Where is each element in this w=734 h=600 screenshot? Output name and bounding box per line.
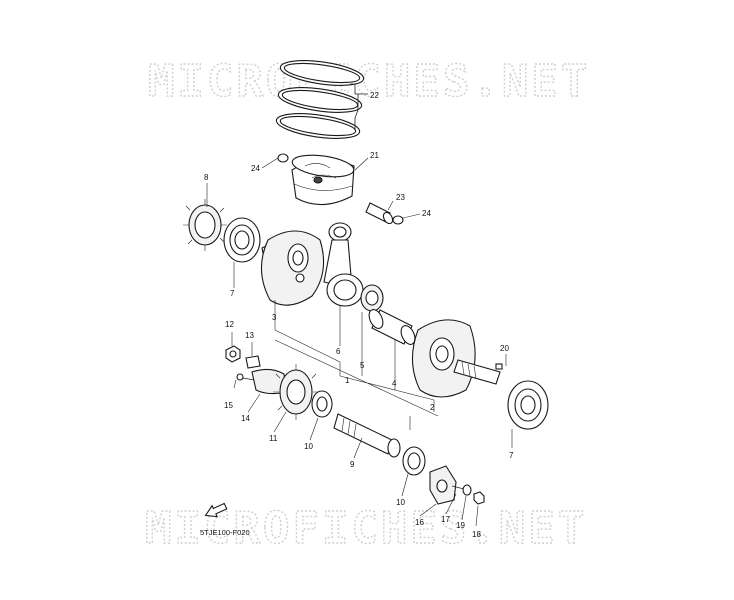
callout-1: 1 xyxy=(345,376,350,385)
piston-pin xyxy=(365,202,394,225)
balancer-bearing-left xyxy=(311,390,333,418)
fr-arrow-icon xyxy=(204,502,228,518)
callout-17: 17 xyxy=(441,515,450,524)
callout-21: 21 xyxy=(370,151,379,160)
callout-14: 14 xyxy=(241,414,250,423)
callout-24-left: 24 xyxy=(251,164,260,173)
clip-right xyxy=(392,215,404,225)
washer-19 xyxy=(462,484,472,496)
callout-5: 5 xyxy=(360,361,365,370)
clip-left xyxy=(277,153,289,163)
callout-19: 19 xyxy=(456,521,465,530)
callout-10-right: 10 xyxy=(396,498,405,507)
piston xyxy=(291,154,355,206)
callout-16: 16 xyxy=(415,518,424,527)
callout-8: 8 xyxy=(204,173,209,182)
callout-2: 2 xyxy=(430,403,435,412)
conrod-bearing xyxy=(360,284,384,312)
left-crank-web xyxy=(260,230,325,306)
callout-12: 12 xyxy=(225,320,234,329)
callout-9: 9 xyxy=(350,460,355,469)
lock-washer xyxy=(245,355,261,369)
callout-24-right: 24 xyxy=(422,209,431,218)
callout-7-right: 7 xyxy=(509,451,514,460)
timing-gear xyxy=(183,199,227,251)
callout-23: 23 xyxy=(396,193,405,202)
callout-7-left: 7 xyxy=(230,289,235,298)
balancer-bearing-right xyxy=(402,446,426,476)
callout-22: 22 xyxy=(370,91,379,100)
nut-18 xyxy=(473,491,485,505)
callout-20: 20 xyxy=(500,344,509,353)
woodruff-key xyxy=(495,363,503,370)
callout-15: 15 xyxy=(224,401,233,410)
callout-11: 11 xyxy=(269,434,278,443)
balance-weight xyxy=(429,465,457,505)
callout-18: 18 xyxy=(472,530,481,539)
callout-3: 3 xyxy=(272,313,277,322)
right-crank-web xyxy=(411,319,501,398)
nut xyxy=(225,345,241,363)
diagram-code: 5TJE100-F020 xyxy=(200,528,250,537)
callout-6: 6 xyxy=(336,347,341,356)
left-bearing xyxy=(223,217,261,263)
piston-rings xyxy=(275,60,365,139)
watermark-top: MICROFICHES.NET xyxy=(148,56,590,107)
leader-lines xyxy=(206,157,513,527)
right-bearing xyxy=(507,380,549,430)
balancer-drive-gear xyxy=(273,364,319,420)
callout-13: 13 xyxy=(245,331,254,340)
callout-4: 4 xyxy=(392,379,397,388)
bolt xyxy=(236,373,255,381)
balancer-shaft xyxy=(333,413,401,458)
connecting-rod xyxy=(323,222,364,307)
crank-pin xyxy=(368,309,416,345)
callout-10-left: 10 xyxy=(304,442,313,451)
